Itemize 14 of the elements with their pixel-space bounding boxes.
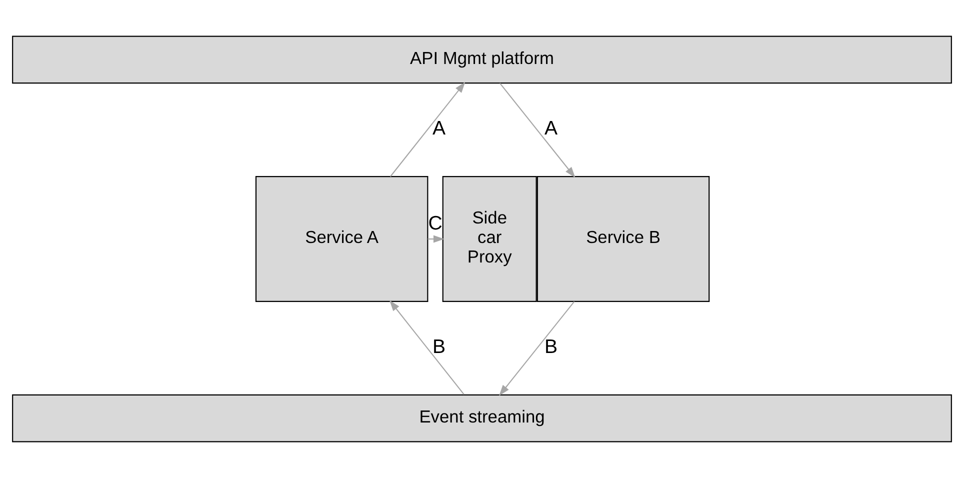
edge-label: B xyxy=(432,336,446,358)
arrow xyxy=(499,301,575,396)
node-box: API Mgmt platform xyxy=(12,36,952,84)
arrow xyxy=(389,300,464,395)
arrow xyxy=(499,82,576,178)
edge-label: B xyxy=(544,336,558,358)
node-box: Side car Proxy xyxy=(442,176,537,302)
node-box: Event streaming xyxy=(12,394,952,442)
arrow xyxy=(390,82,466,177)
node-box: Service A xyxy=(255,176,428,302)
node-box: Service B xyxy=(536,176,710,302)
edge-label: A xyxy=(432,118,446,140)
edge-label: A xyxy=(544,118,558,140)
edge-label: C xyxy=(428,212,442,235)
